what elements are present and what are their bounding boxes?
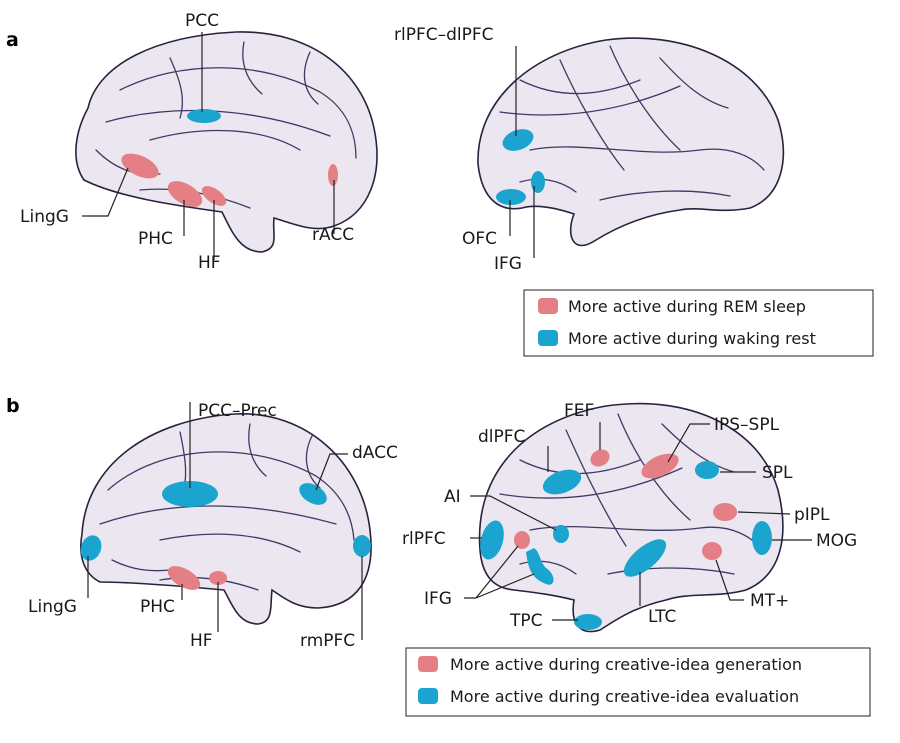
label-ltc: LTC <box>648 607 676 627</box>
label-linggyrus-b: LingG <box>28 597 77 617</box>
legend-a-red-swatch <box>538 298 558 314</box>
dlpfc-activation-b <box>542 469 582 495</box>
panel-a-lateral-brain <box>477 37 785 247</box>
label-ips-spl: IPS–SPL <box>714 415 780 435</box>
panel-b-activations <box>80 449 772 630</box>
label-racc: rACC <box>312 225 354 245</box>
label-ofc: OFC <box>462 229 497 249</box>
pipl-activation <box>713 503 737 521</box>
label-pcc: PCC <box>185 11 219 31</box>
label-tpc: TPC <box>509 611 543 631</box>
label-mog: MOG <box>816 531 857 551</box>
label-fef: FEF <box>564 401 594 421</box>
pcc-prec-activation <box>162 481 218 507</box>
fef-activation <box>590 449 610 467</box>
phc-activation-b <box>167 566 201 590</box>
legend-b-blue-text: More active during creative-idea evaluat… <box>450 687 799 706</box>
rlpfc-dlpfc-activation <box>502 129 534 151</box>
pcc-activation <box>187 109 221 123</box>
hf-activation-a <box>201 186 227 206</box>
panel-a-leaders <box>82 32 535 260</box>
ai-activation <box>553 525 569 543</box>
legend-b-red-swatch <box>418 656 438 672</box>
racc-activation <box>328 164 338 186</box>
phc-activation-a <box>167 181 203 207</box>
legend-a-blue-text: More active during waking rest <box>568 329 816 348</box>
legend-b-red-text: More active during creative-idea generat… <box>450 655 802 674</box>
ifg-activation-a <box>531 171 545 193</box>
rlpfc-activation-b <box>480 520 504 560</box>
ofc-activation <box>496 189 526 205</box>
label-dlpfc: dlPFC <box>478 427 525 447</box>
panel-b-lateral-brain <box>478 402 784 633</box>
panel-a-legend: More active during REM sleep More active… <box>523 289 874 357</box>
label-pcc-prec: PCC–Prec <box>198 401 277 421</box>
panel-a-medial-brain <box>75 31 378 253</box>
label-ifg-b: IFG <box>424 589 452 609</box>
label-pipl: pIPL <box>794 505 830 525</box>
legend-a-blue-swatch <box>538 330 558 346</box>
label-mtplus: MT+ <box>750 591 789 611</box>
hf-activation-b <box>209 571 227 585</box>
label-rmpfc: rmPFC <box>300 631 355 651</box>
panel-b-legend: More active during creative-idea generat… <box>405 647 871 717</box>
linggyrus-activation-a <box>121 153 159 179</box>
rmpfc-activation <box>353 535 371 557</box>
mog-activation <box>752 521 772 555</box>
ifg-red-activation-b <box>514 531 530 549</box>
label-ai: AI <box>444 487 461 507</box>
ifg-blue-activation-b <box>526 548 554 585</box>
label-hf-b: HF <box>190 631 213 651</box>
label-phc-b: PHC <box>140 597 175 617</box>
label-dacc: dACC <box>352 443 398 463</box>
label-spl: SPL <box>762 463 793 483</box>
label-phc-a: PHC <box>138 229 173 249</box>
label-ifg-a: IFG <box>494 254 522 274</box>
panel-b-medial-brain <box>80 413 372 625</box>
dacc-activation <box>299 483 327 505</box>
panel-a-activations <box>121 109 545 207</box>
spl-activation <box>695 461 719 479</box>
legend-b-blue-swatch <box>418 688 438 704</box>
label-linggyrus-a: LingG <box>20 207 69 227</box>
ltc-activation <box>623 539 667 577</box>
linggyrus-activation-b <box>80 535 102 561</box>
label-hf-a: HF <box>198 253 221 273</box>
panel-b-leaders <box>87 402 812 640</box>
panel-b-letter: b <box>6 395 20 417</box>
mtplus-activation <box>702 542 722 560</box>
panel-a-letter: a <box>6 29 19 51</box>
legend-a-red-text: More active during REM sleep <box>568 297 806 316</box>
tpc-activation <box>574 614 602 630</box>
label-rlpfc-dlpfc: rlPFC–dlPFC <box>394 25 494 45</box>
label-rlpfc: rlPFC <box>402 529 446 549</box>
